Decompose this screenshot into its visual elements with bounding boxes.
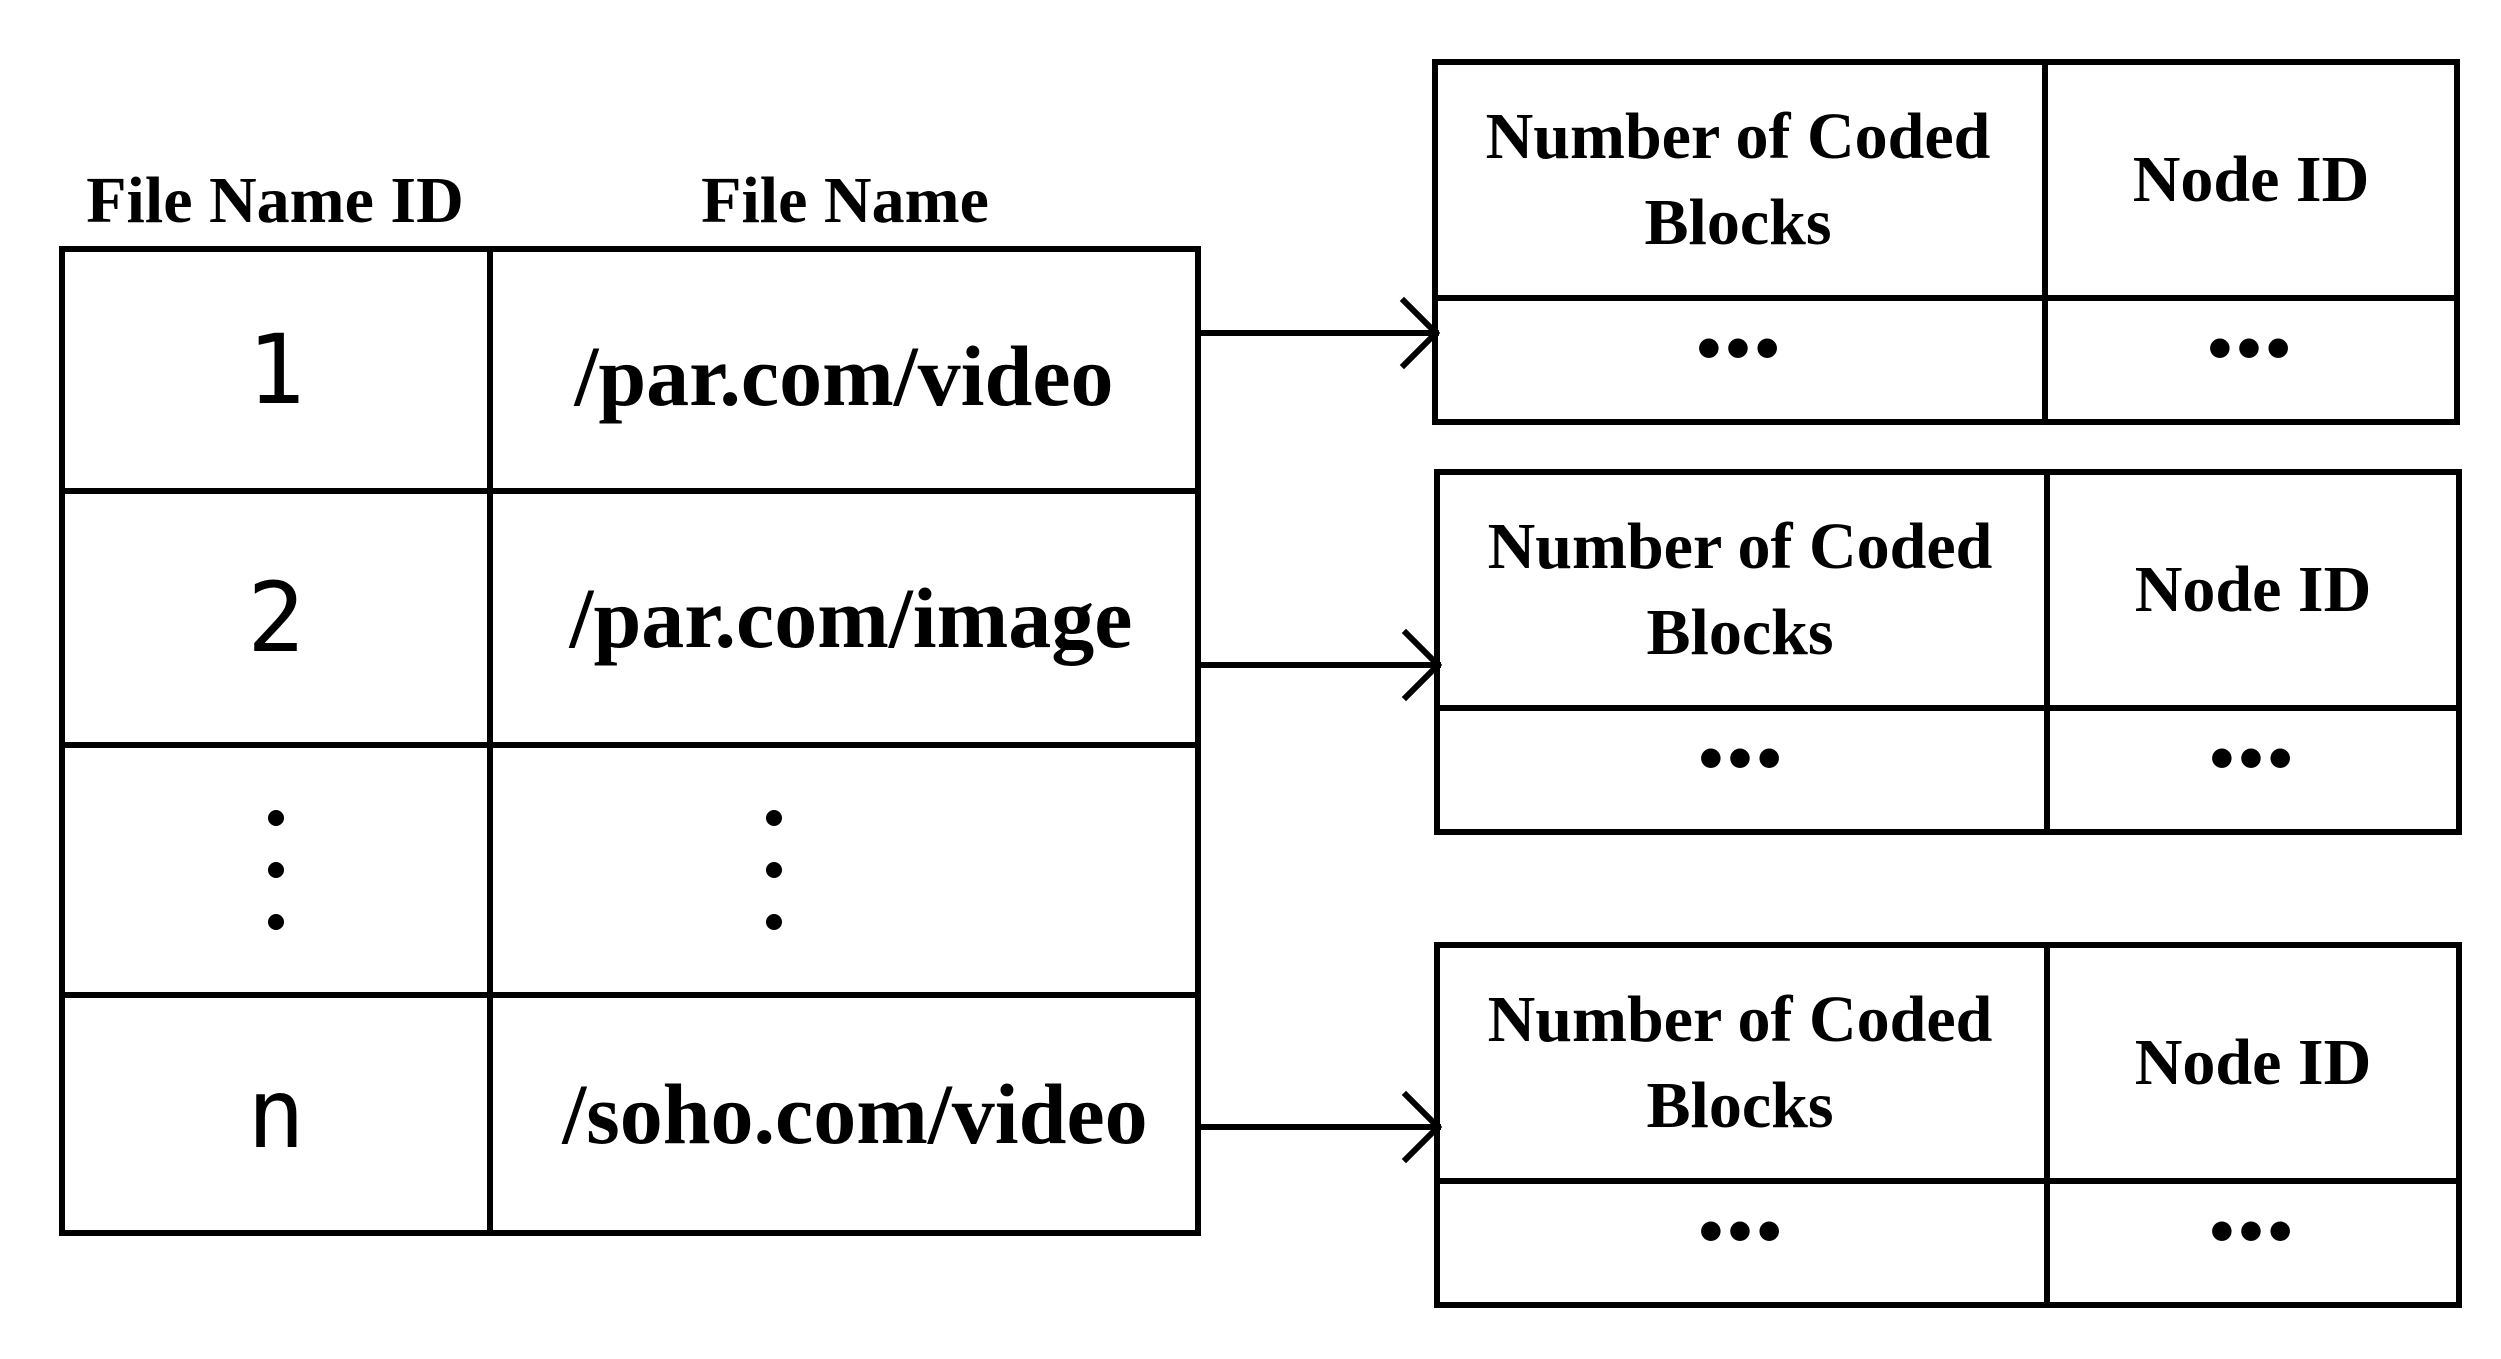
- header-file-name: File Name: [701, 164, 989, 237]
- row-divider: [1432, 295, 2460, 301]
- coded-blocks-ellipsis: •••: [1696, 308, 1784, 388]
- col-node-id-header: Node ID: [2134, 1026, 2372, 1100]
- table-row-1-name: /par.com/video: [574, 328, 1114, 424]
- node-id-ellipsis: •••: [2207, 308, 2295, 388]
- column-divider: [487, 246, 493, 1236]
- column-divider: [2044, 469, 2050, 835]
- table-row-1-id: 1: [247, 314, 305, 426]
- table-row-n-name: /soho.com/video: [562, 1066, 1148, 1162]
- vertical-ellipsis-name: [493, 748, 1195, 992]
- node-id-ellipsis: •••: [2209, 718, 2297, 798]
- blocks-table-2: Number of Coded Blocks Node ID ••• •••: [1434, 469, 2462, 835]
- col-coded-blocks-header: Number of Coded Blocks: [1487, 510, 1993, 669]
- node-id-ellipsis: •••: [2209, 1191, 2297, 1271]
- col-node-id-header: Node ID: [2132, 143, 2370, 217]
- row-divider: [59, 488, 1201, 494]
- col-node-id-header: Node ID: [2134, 553, 2372, 627]
- row-divider: [59, 742, 1201, 748]
- row-divider: [59, 992, 1201, 998]
- row-divider: [1434, 705, 2462, 711]
- blocks-table-3: Number of Coded Blocks Node ID ••• •••: [1434, 942, 2462, 1308]
- table-row-2-id: 2: [247, 562, 305, 674]
- coded-blocks-ellipsis: •••: [1698, 718, 1786, 798]
- table-row-n-id: n: [247, 1058, 305, 1170]
- table-row-2-name: /par.com/image: [569, 570, 1133, 666]
- column-divider: [2044, 942, 2050, 1308]
- file-table: 1 /par.com/video 2 /par.com/image n /soh…: [59, 246, 1201, 1236]
- header-file-name-id: File Name ID: [86, 164, 464, 237]
- blocks-table-1: Number of Coded Blocks Node ID ••• •••: [1432, 59, 2460, 425]
- coded-blocks-ellipsis: •••: [1698, 1191, 1786, 1271]
- row-divider: [1434, 1178, 2462, 1184]
- vertical-ellipsis-id: [65, 748, 487, 992]
- column-divider: [2042, 59, 2048, 425]
- col-coded-blocks-header: Number of Coded Blocks: [1485, 100, 1991, 259]
- col-coded-blocks-header: Number of Coded Blocks: [1487, 983, 1993, 1142]
